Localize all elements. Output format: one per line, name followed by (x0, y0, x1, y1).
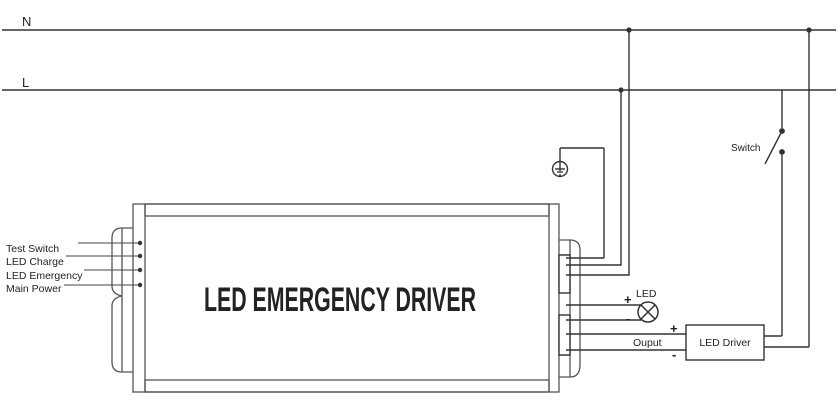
led-driver-label: LED Driver (699, 337, 751, 349)
led-minus-sign: - (626, 311, 630, 326)
led-lamp-icon (637, 301, 659, 323)
emergency-driver-housing (111, 203, 581, 393)
led-driver-box (685, 324, 765, 361)
output-minus-sign: - (672, 347, 676, 362)
switch-label: Switch (731, 143, 760, 154)
led-wiring (566, 304, 641, 321)
ground-wiring (559, 147, 605, 259)
switch-icon (764, 128, 785, 165)
output-wiring (566, 333, 686, 351)
driver-title: LED EMERGENCY DRIVER (204, 281, 476, 319)
terminal-dot (137, 253, 143, 259)
led-plus-sign: + (624, 292, 632, 307)
terminal-dot (137, 267, 143, 273)
junction-dots (618, 27, 812, 93)
terminal-dot (137, 282, 143, 288)
terminal-dot (137, 240, 143, 246)
supply-lines (2, 29, 836, 91)
label-led-charge: LED Charge (6, 256, 64, 268)
label-main-power: Main Power (6, 283, 62, 295)
mains-wiring (566, 30, 630, 276)
driver-bottom-band (144, 379, 550, 393)
label-led-emergency: LED Emergency (6, 270, 83, 282)
right-terminal-block (558, 254, 571, 356)
driver-right-cap (559, 239, 581, 378)
led-label: LED (636, 288, 657, 300)
output-plus-sign: + (670, 321, 678, 336)
switch-wiring (764, 30, 810, 348)
driver-top-band (144, 203, 550, 217)
ground-icon (551, 158, 569, 178)
output-label: Ouput (633, 337, 662, 349)
live-label: L (22, 75, 29, 90)
neutral-label: N (22, 14, 31, 29)
left-inputs: Test Switch LED Charge LED Emergency Mai… (6, 240, 143, 295)
label-test-switch: Test Switch (6, 243, 59, 255)
